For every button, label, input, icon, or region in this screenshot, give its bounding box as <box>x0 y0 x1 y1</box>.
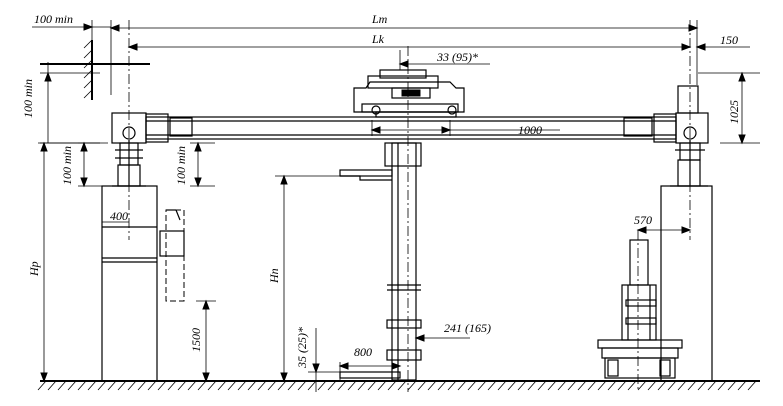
centre-lines <box>128 20 691 392</box>
dim-span-total: Lm <box>371 12 388 26</box>
mast <box>339 142 422 381</box>
dim-rail-height: Hp <box>27 261 41 277</box>
dim-girder-width: 1000 <box>518 123 542 137</box>
dim-beam-clearance-right: 100 min <box>174 146 188 185</box>
dim-fork-length: 800 <box>354 345 372 359</box>
wall-hatch <box>40 39 150 100</box>
dim-base-height: 1500 <box>189 328 203 352</box>
dim-right-end: 150 <box>720 33 738 47</box>
dim-mast-offset: 241 (165) <box>444 321 491 335</box>
trolley <box>353 69 465 118</box>
ground <box>37 380 760 391</box>
right-column <box>660 140 713 382</box>
dim-right-height: 1025 <box>727 100 741 124</box>
arrowheads <box>40 23 746 383</box>
dim-span-track: Lk <box>371 32 385 46</box>
dim-bottom-gap: 35 (25)* <box>295 327 309 369</box>
left-column <box>101 140 158 382</box>
dim-column-width: 400 <box>110 209 128 223</box>
dim-min-left-top: 100 min <box>34 12 73 26</box>
dimension-lines <box>32 20 760 392</box>
dim-wheel-offset: 570 <box>634 213 652 227</box>
control-cabinet <box>159 209 185 302</box>
pallet-stack <box>597 230 683 392</box>
dim-lift-height: Hn <box>267 268 281 284</box>
dim-left-vertical-min: 100 min <box>21 79 35 118</box>
dim-beam-clearance-left: 100 min <box>60 146 74 185</box>
dimension-labels: 100 min Lm Lk 33 (95)* 150 100 min 1025 … <box>21 12 741 369</box>
dim-trolley-offset: 33 (95)* <box>436 50 478 64</box>
